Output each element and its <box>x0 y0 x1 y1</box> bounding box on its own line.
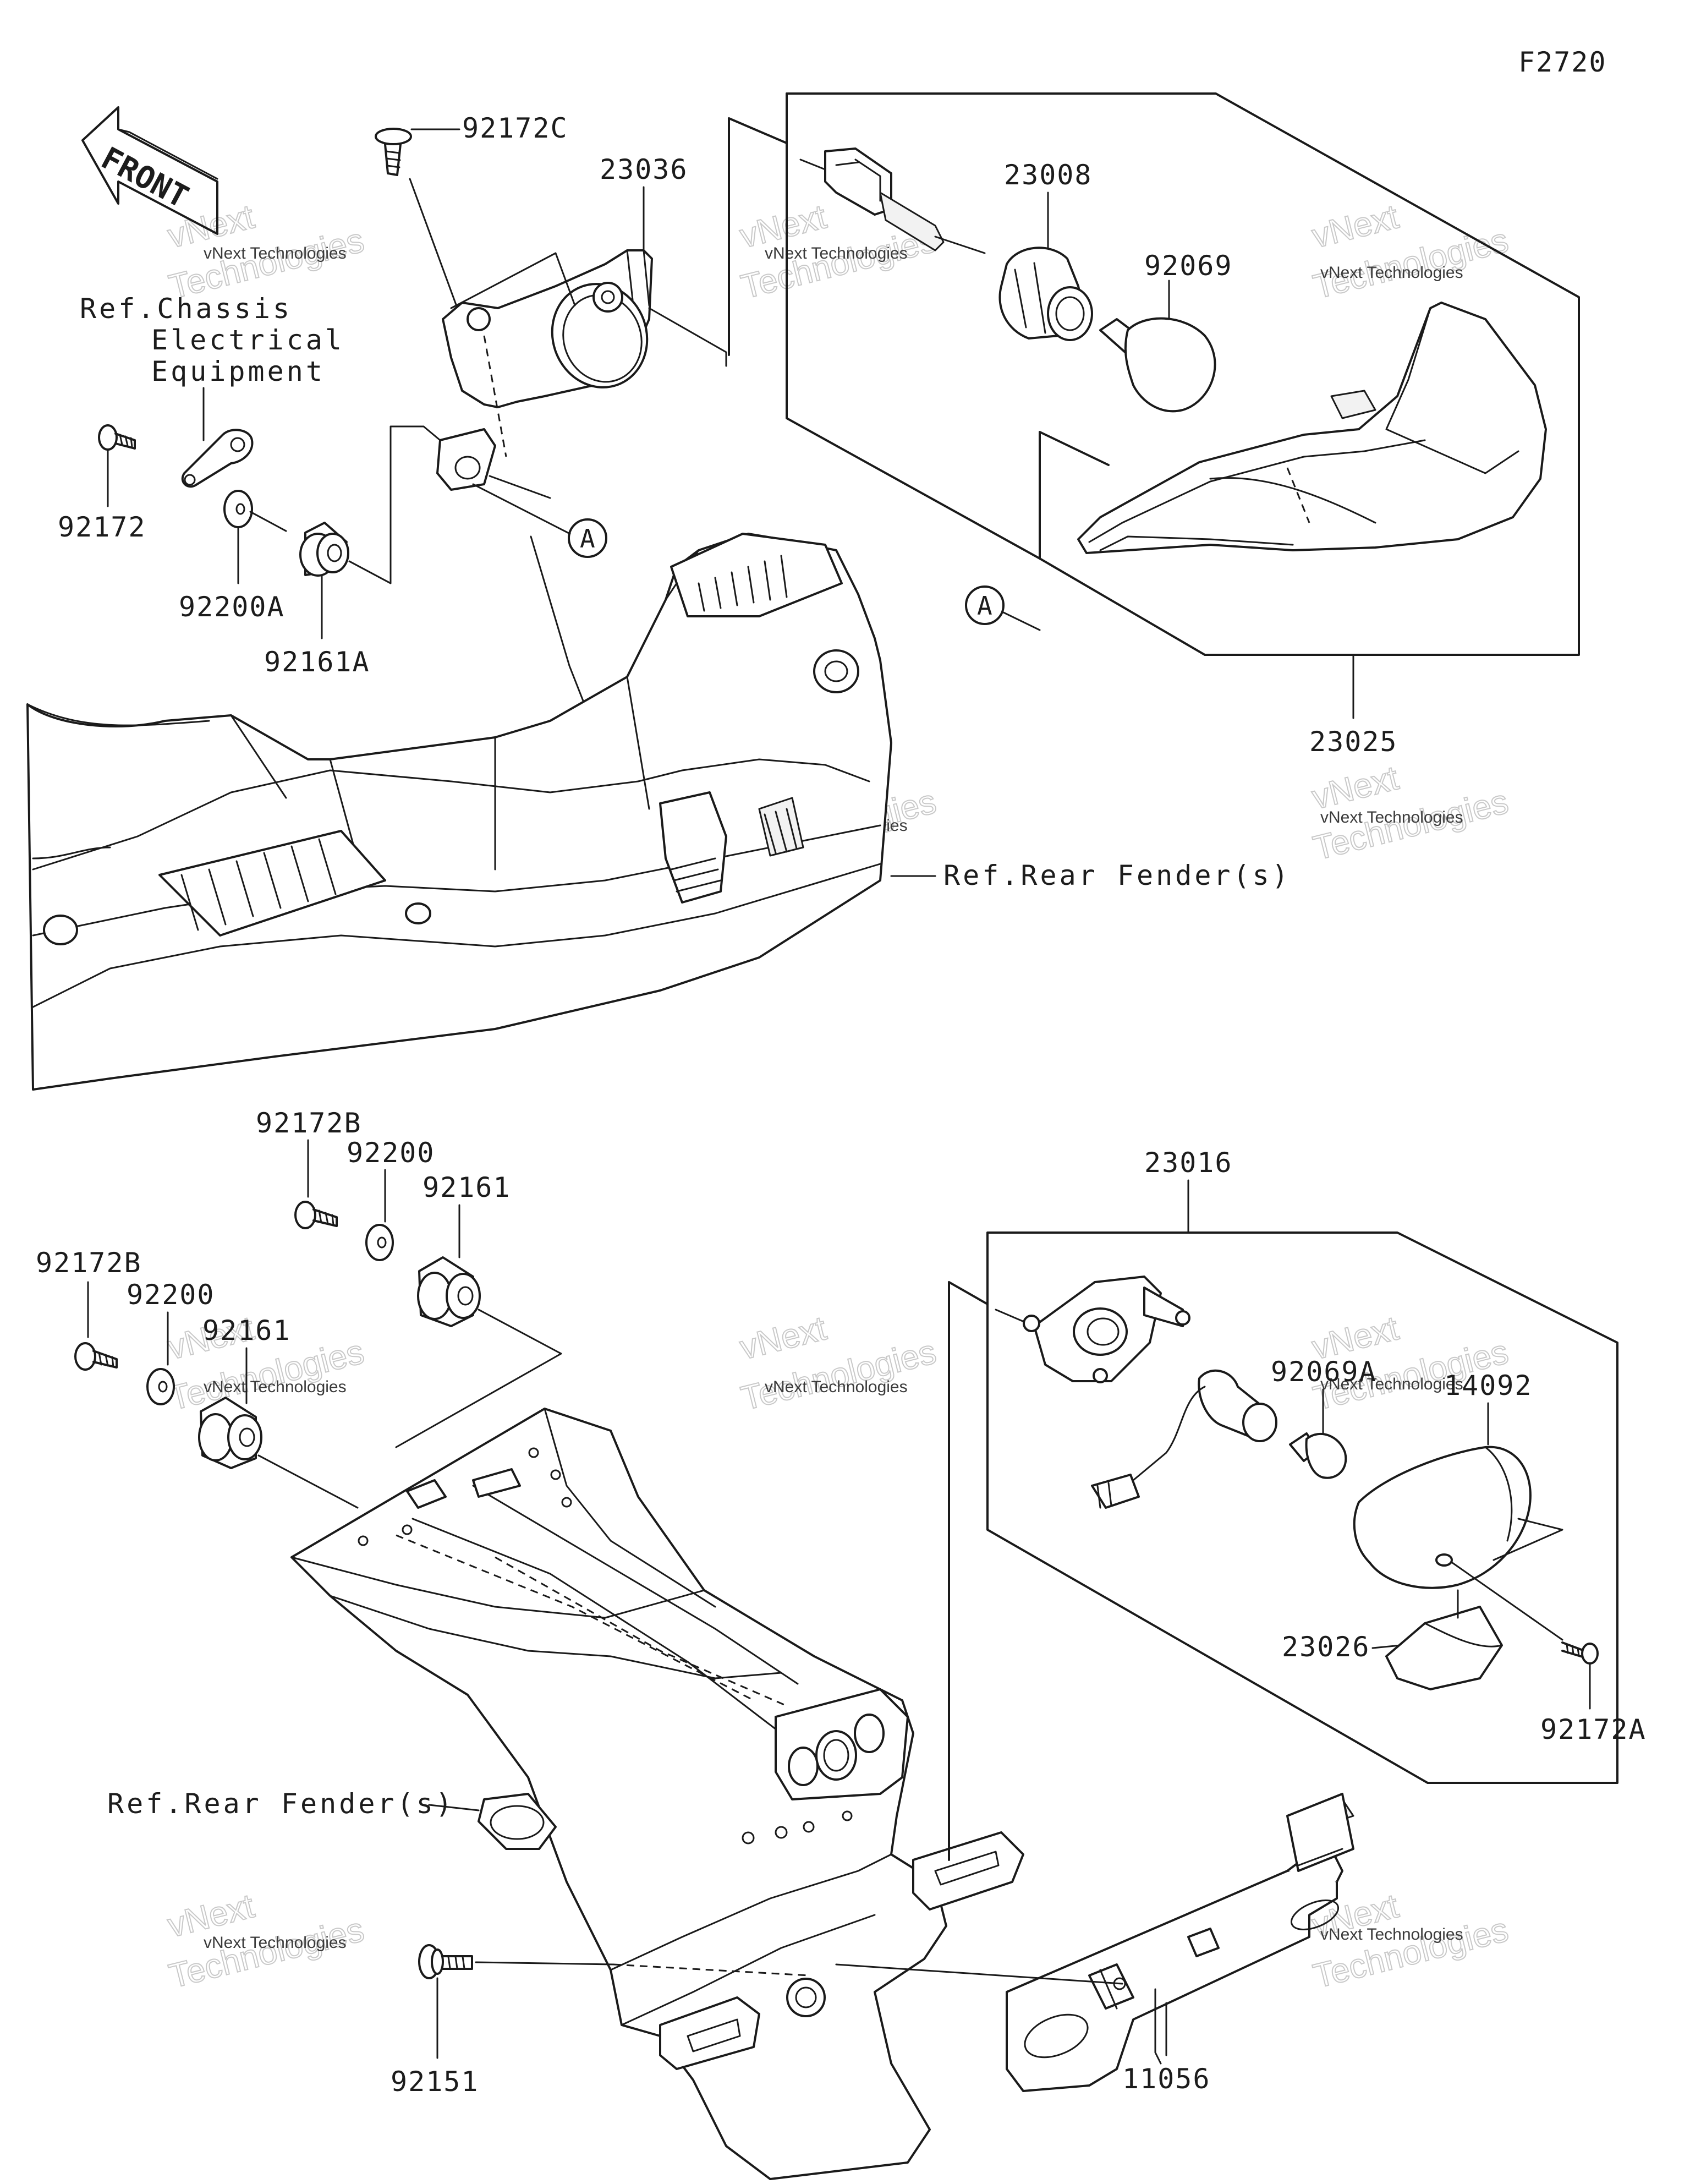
assembly-frame-23025 <box>786 92 1041 560</box>
watermark-label: vNext Technologies <box>204 1934 347 1952</box>
part-label-11056: 11056 <box>1122 2063 1211 2095</box>
washer-92200 <box>146 1368 175 1405</box>
grommet-92161A <box>299 522 349 577</box>
watermark: vNext Technologies <box>163 1886 368 1996</box>
part-label-23026: 23026 <box>1282 1631 1370 1663</box>
leader-line <box>1154 1988 1162 2065</box>
watermark-text: vNext <box>1308 198 1402 255</box>
watermark-label: vNext Technologies <box>1320 808 1463 826</box>
bolt-92172B <box>294 1201 338 1229</box>
ref-chassis-label: Equipment <box>151 355 325 387</box>
part-label-23008: 23008 <box>1004 159 1093 191</box>
watermark-label: vNext Technologies <box>1320 1925 1463 1944</box>
ref-chassis-label: Ref.Chassis <box>80 293 292 325</box>
watermark-label: vNext Technologies <box>765 1378 908 1396</box>
chassis-bracket <box>181 429 254 488</box>
rear-fender-top <box>26 533 892 1091</box>
svg-text:A: A <box>977 591 992 621</box>
svg-text:A: A <box>580 524 595 554</box>
part-label-23036: 23036 <box>600 154 688 185</box>
bracket-23036 <box>436 249 653 491</box>
part-label-92161: 92161 <box>422 1172 511 1203</box>
watermark-text: vNext <box>736 1309 830 1367</box>
leader-line <box>257 1454 359 1509</box>
watermark-label: vNext Technologies <box>765 244 908 262</box>
part-label-92200A: 92200A <box>179 591 285 623</box>
bolt-92151 <box>418 1944 473 1979</box>
socket-23008 <box>824 147 1093 341</box>
leader-line <box>835 1963 1123 1985</box>
leader-line <box>409 178 460 315</box>
rear-fender-bottom <box>290 1408 1024 2180</box>
part-label-92161A: 92161A <box>264 646 370 678</box>
part-label-92172B: 92172B <box>36 1247 142 1279</box>
part-label-92069: 92069 <box>1144 250 1233 282</box>
plate-bracket-11056 <box>1006 1793 1354 2092</box>
watermark-label: vNext Technologies <box>204 1378 347 1396</box>
part-label-92161: 92161 <box>202 1315 291 1346</box>
leader-line <box>395 1309 562 1448</box>
leader-line <box>1493 1518 1563 1561</box>
part-label-92172B: 92172B <box>256 1107 362 1139</box>
assembly-frame-23016 <box>948 1281 989 1861</box>
washer-92200A <box>223 490 253 528</box>
leader-line <box>450 252 727 499</box>
part-label-92172: 92172 <box>58 511 146 543</box>
part-label-92069A: 92069A <box>1271 1356 1377 1388</box>
callout-a: A <box>965 585 1005 625</box>
callout-a: A <box>568 518 607 558</box>
lamp-socket <box>1091 1369 1277 1509</box>
screw-92172A <box>1561 1641 1599 1665</box>
lamp-housing-23016 <box>1023 1276 1190 1383</box>
bulb-92069A <box>1289 1432 1347 1479</box>
watermark: vNext Technologies <box>736 1309 940 1418</box>
watermark: vNext Technologies <box>736 197 940 306</box>
washer-92200 <box>365 1224 394 1261</box>
part-label-92200: 92200 <box>347 1137 435 1169</box>
leader-line <box>1451 1562 1563 1641</box>
tail-light-23025 <box>1077 302 1547 554</box>
assembly-frame-23016 <box>986 1231 1618 1784</box>
grommet-92161 <box>417 1256 481 1327</box>
lens-23026 <box>1385 1606 1503 1690</box>
grommet-92161 <box>198 1397 262 1469</box>
ref-rear-fender-label: Ref.Rear Fender(s) <box>107 1788 455 1820</box>
watermark-label: vNext Technologies <box>1320 1375 1463 1393</box>
watermark-label: vNext Technologies <box>1320 264 1463 282</box>
ref-rear-fender-label: Ref.Rear Fender(s) <box>943 860 1291 891</box>
diagram-code: F2720 <box>1518 46 1607 78</box>
leader-line <box>428 1804 480 1811</box>
ref-chassis-label: Electrical <box>151 324 344 356</box>
assembly-frame-23025 <box>728 117 788 356</box>
leader-line <box>475 1961 614 1966</box>
bolt-92172 <box>98 424 136 451</box>
leader-line <box>472 483 571 535</box>
part-label-23025: 23025 <box>1309 726 1398 758</box>
bulb-92069 <box>1099 317 1216 413</box>
screw-92172C <box>375 128 412 176</box>
front-label: FRONT <box>95 140 194 216</box>
part-label-92200: 92200 <box>127 1279 215 1311</box>
part-label-23016: 23016 <box>1144 1147 1233 1179</box>
watermark-label: vNext Technologies <box>204 244 347 262</box>
part-label-92172A: 92172A <box>1540 1714 1647 1745</box>
bolt-92172B <box>74 1342 118 1371</box>
part-label-92151: 92151 <box>391 2066 479 2098</box>
leader-line <box>1001 611 1041 631</box>
leader-line <box>613 1963 809 1977</box>
leader-line <box>395 425 441 441</box>
watermark: vNext Technologies <box>1308 197 1512 306</box>
assembly-frame-23025 <box>786 92 1580 656</box>
lens-cover-14092 <box>1353 1446 1532 1589</box>
part-label-14092: 14092 <box>1444 1370 1533 1402</box>
part-label-92172C: 92172C <box>462 112 568 144</box>
leader-line <box>249 511 287 532</box>
leader-line <box>348 425 425 584</box>
